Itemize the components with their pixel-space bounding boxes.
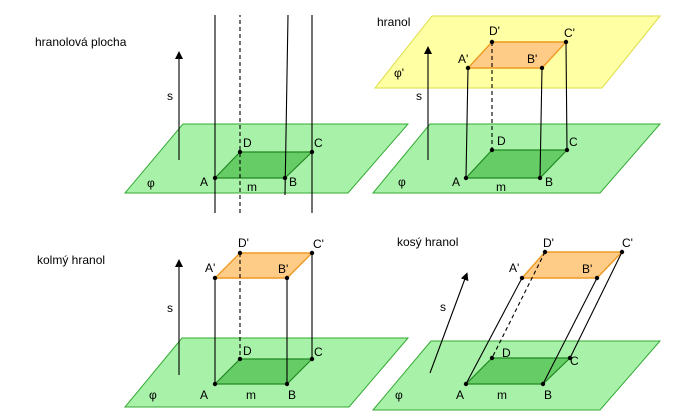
label-m: m — [247, 180, 257, 194]
caption-prismatic-surface: hranolová plocha — [35, 35, 127, 49]
label-b: B — [544, 388, 552, 402]
caption-right-prism: kolmý hranol — [37, 253, 105, 267]
point-c-prime — [619, 249, 625, 255]
point-d — [489, 355, 495, 361]
panel-right-prism: kolmý hranol s A B C D m φ A' B' C' D' — [37, 236, 410, 408]
point-a-prime — [465, 65, 471, 71]
edge-cc — [569, 251, 623, 359]
point-d — [489, 147, 495, 153]
label-d: D — [243, 344, 252, 358]
label-c-prime: C' — [313, 237, 324, 251]
label-phi: φ — [395, 388, 403, 402]
label-c: C — [570, 354, 579, 368]
label-d: D — [243, 136, 252, 150]
point-d — [237, 356, 243, 362]
point-b-prime — [539, 65, 545, 71]
label-s: s — [167, 301, 173, 315]
edge-dd — [491, 251, 546, 359]
edge-cc — [565, 41, 568, 151]
point-b — [284, 381, 290, 387]
label-a: A — [452, 175, 460, 189]
label-b: B — [288, 388, 296, 402]
label-c-prime: C' — [622, 236, 633, 250]
label-m: m — [246, 388, 256, 402]
label-s: s — [416, 89, 422, 103]
label-m: m — [497, 388, 507, 402]
point-c — [567, 355, 573, 361]
label-c: C — [314, 345, 323, 359]
label-a: A — [200, 175, 208, 189]
point-a — [212, 175, 218, 181]
point-c — [309, 356, 315, 362]
edge-bb — [539, 67, 543, 179]
point-d-prime — [542, 249, 548, 255]
point-a — [463, 175, 469, 181]
point-c — [309, 149, 315, 155]
edge-line-b — [284, 14, 289, 196]
label-a: A — [456, 388, 464, 402]
panel-prismatic-surface: hranolová plocha s A B C D m φ — [35, 14, 410, 213]
edge-aa — [465, 67, 469, 179]
label-m: m — [496, 180, 506, 194]
caption-prism: hranol — [377, 15, 410, 29]
point-c-prime — [563, 39, 569, 45]
label-b-prime: B' — [527, 52, 537, 66]
point-d-prime — [489, 39, 495, 45]
edge-bb — [542, 277, 598, 385]
label-phi-prime: φ' — [394, 66, 404, 80]
point-b — [282, 175, 288, 181]
label-s: s — [440, 300, 446, 314]
label-phi: φ — [398, 175, 406, 189]
label-c: C — [569, 135, 578, 149]
point-b — [540, 381, 546, 387]
label-a: A — [200, 388, 208, 402]
point-a-prime — [212, 275, 218, 281]
label-phi: φ — [147, 176, 155, 190]
point-b-prime — [594, 275, 600, 281]
point-a — [212, 381, 218, 387]
label-phi: φ — [149, 388, 157, 402]
label-s: s — [167, 89, 173, 103]
point-d — [237, 149, 243, 155]
label-d-prime: D' — [489, 24, 500, 38]
label-b-prime: B' — [582, 262, 592, 276]
top-face — [213, 252, 314, 279]
label-d: D — [502, 346, 511, 360]
edge-aa — [465, 277, 523, 385]
panel-oblique-prism: kosý hranol s A B C D m φ A' B' C' D' — [371, 235, 662, 411]
point-a — [463, 381, 469, 387]
point-c-prime — [309, 250, 315, 256]
point-b — [537, 175, 543, 181]
point-d-prime — [237, 250, 243, 256]
label-a-prime: A' — [509, 261, 519, 275]
point-a-prime — [519, 275, 525, 281]
label-b-prime: B' — [278, 262, 288, 276]
top-face — [520, 251, 624, 279]
label-b: B — [545, 175, 553, 189]
label-b: B — [289, 175, 297, 189]
point-b-prime — [284, 275, 290, 281]
direction-arrow-s — [429, 272, 469, 374]
label-a-prime: A' — [205, 261, 215, 275]
label-d-prime: D' — [543, 236, 554, 250]
label-d-prime: D' — [238, 236, 249, 250]
caption-oblique-prism: kosý hranol — [397, 235, 458, 249]
label-d: D — [497, 134, 506, 148]
point-c — [564, 147, 570, 153]
label-c: C — [314, 136, 323, 150]
label-a-prime: A' — [458, 52, 468, 66]
label-c-prime: C' — [564, 26, 575, 40]
panel-prism: hranol s A B C D m φ A' B' C' D' φ' — [371, 15, 662, 194]
